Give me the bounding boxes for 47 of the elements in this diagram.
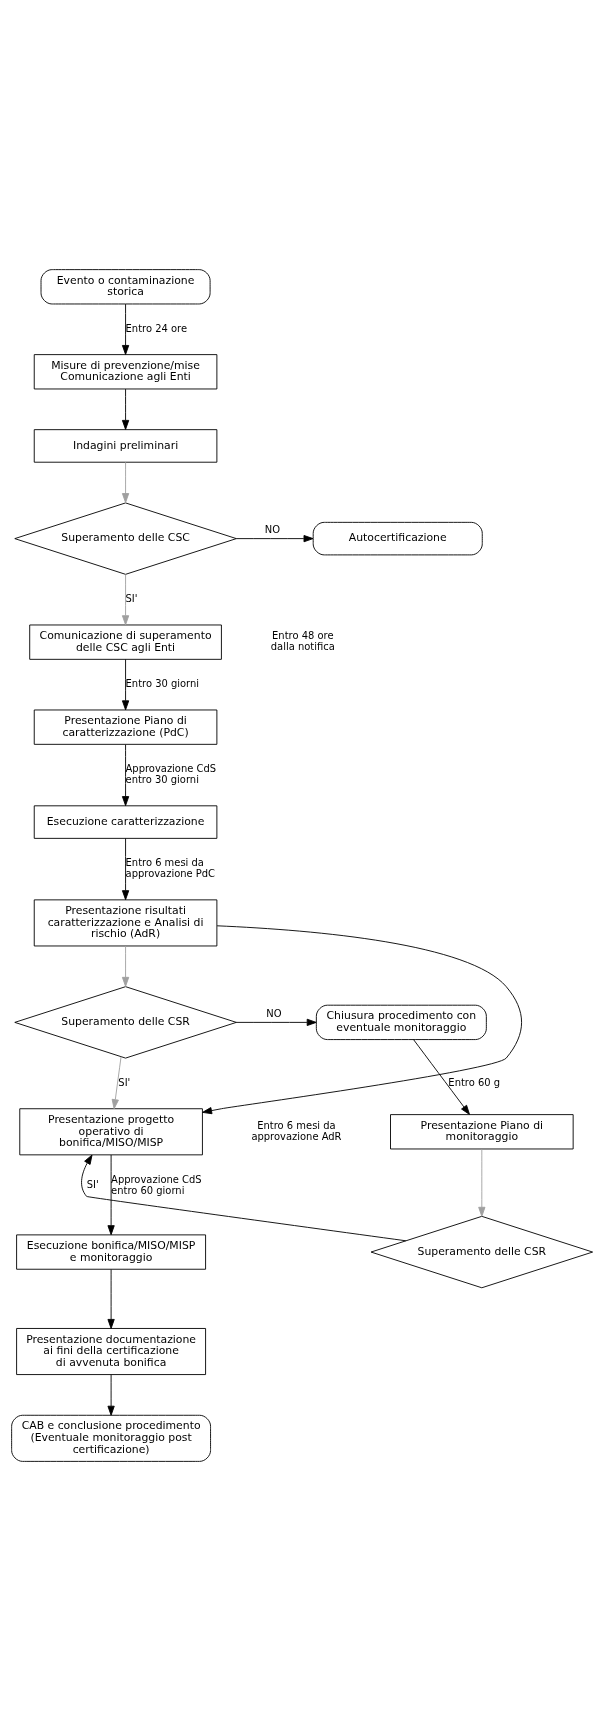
arrow <box>107 1154 115 1236</box>
edge-label: NO <box>266 1007 282 1019</box>
arrow <box>121 659 130 711</box>
label: Entro 6 mesi da approvazione AdR <box>251 1119 342 1142</box>
arrow <box>121 744 130 807</box>
node-box: Comunicazione di superamento delle CSC agli Enti <box>29 624 222 660</box>
arrow <box>121 945 130 987</box>
edge-label: Entro 60 g <box>448 1076 501 1088</box>
label: Entro 48 ore dalla notifica <box>270 630 335 653</box>
arrow <box>413 1039 470 1115</box>
arrow <box>107 1374 115 1416</box>
edge-label: SI' <box>125 593 138 605</box>
node-box: Esecuzione bonifica/MISO/MISP e monitoraggio <box>16 1234 207 1270</box>
node-box: Esecuzione caratterizzazione <box>33 805 218 839</box>
arrow <box>121 303 130 355</box>
node-box: Presentazione progetto operativo di bonifica/MISO/MISP <box>19 1108 203 1156</box>
edge-label: Approvazione CdS entro 60 giorni <box>111 1173 202 1196</box>
node-box: Presentazione Piano di monitoraggio <box>390 1114 574 1150</box>
node-box: Chiusura procedimento con eventuale monitoraggio <box>315 1004 487 1040</box>
arrow <box>235 1018 317 1026</box>
node-diamond: Superamento delle CSR <box>370 1215 594 1289</box>
edge-label: Entro 30 giorni <box>125 678 200 690</box>
arrow <box>121 838 130 901</box>
arrow <box>81 1154 407 1242</box>
node-box: Presentazione risultati caratterizzazione e Analisi di rischio (AdR) <box>33 899 218 947</box>
node-box: Presentazione Piano di caratterizzazione (PdC) <box>33 709 218 745</box>
node-diamond: Superamento delle CSR <box>14 986 237 1059</box>
edge-label: NO <box>264 524 280 536</box>
node-box: Presentazione documentazione ai fini della certificazione di avvenuta bonifica <box>16 1328 207 1376</box>
arrow <box>111 1056 122 1110</box>
node-box: Misure di prevenzione/mise Comunicazione agli Enti <box>33 354 218 390</box>
edge-label: Entro 24 ore <box>125 322 188 334</box>
arrow <box>121 461 130 503</box>
node-box: Evento o contaminazione storica <box>40 269 211 305</box>
arrow <box>235 535 314 543</box>
edge-label: SI' <box>118 1076 131 1088</box>
arrow <box>202 925 523 1115</box>
node-box: Indagini preliminari <box>33 429 218 463</box>
arrow <box>478 1148 486 1217</box>
arrow <box>121 574 130 626</box>
edge-label: Entro 6 mesi da approvazione PdC <box>125 857 216 880</box>
arrow <box>121 388 130 430</box>
node-diamond: Superamento delle CSC <box>14 502 237 575</box>
arrow <box>107 1269 115 1329</box>
node-box: CAB e conclusione procedimento (Eventuale monitoraggio post certificazione) <box>11 1414 211 1462</box>
edge-label: SI' <box>86 1179 99 1191</box>
node-box: Autocertificazione <box>312 521 483 556</box>
